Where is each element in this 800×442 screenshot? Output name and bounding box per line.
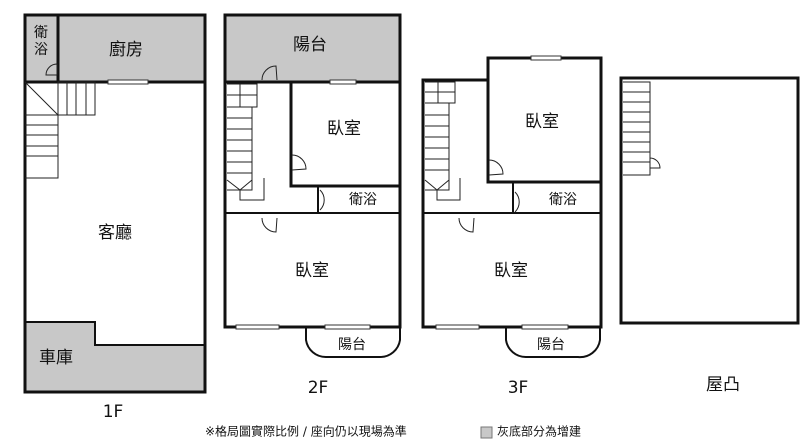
room-label-kitchen: 廚房 (109, 39, 143, 60)
room-label-bedroom: 臥室 (525, 112, 559, 132)
roof-plan: 屋凸 (619, 76, 800, 395)
floor-label-roof: 屋凸 (706, 375, 740, 395)
room-label-bathroom: 衛浴 (549, 192, 577, 208)
legend-swatch-gray (480, 426, 493, 439)
floor-label-3f: 3F (508, 378, 529, 398)
stairs-1f (24, 81, 96, 179)
room-label-balcony: 陽台 (537, 337, 565, 353)
room-label-bathroom: 浴 (34, 42, 48, 58)
floor-label-2f: 2F (308, 378, 329, 398)
floor-1-plan: 衛 浴 廚房 客廳 車庫 1F (23, 13, 207, 422)
stairs-3f (424, 81, 461, 201)
room-label-balcony: 陽台 (293, 35, 327, 55)
room-label-bedroom: 臥室 (295, 261, 329, 281)
stairs-2f (226, 83, 265, 201)
room-label-bedroom: 臥室 (494, 261, 528, 281)
room-label-garage: 車庫 (39, 348, 73, 368)
room-label-bathroom: 衛浴 (349, 192, 377, 208)
room-label-living-room: 客廳 (98, 223, 132, 243)
room-label-balcony: 陽台 (338, 337, 366, 353)
legend-text: 灰底部分為增建 (497, 424, 581, 439)
floor-label-1f: 1F (103, 402, 124, 422)
room-label-bathroom: 衛 (34, 25, 48, 41)
floor-2-plan: 陽台 臥室 衛浴 臥室 陽台 2F (223, 13, 402, 398)
floor-3-plan: 臥室 衛浴 臥室 陽台 3F (421, 55, 603, 398)
scale-disclaimer-note: ※格局圖實際比例 / 座向仍以現場為準 (205, 424, 407, 439)
room-label-bedroom: 臥室 (327, 119, 361, 139)
